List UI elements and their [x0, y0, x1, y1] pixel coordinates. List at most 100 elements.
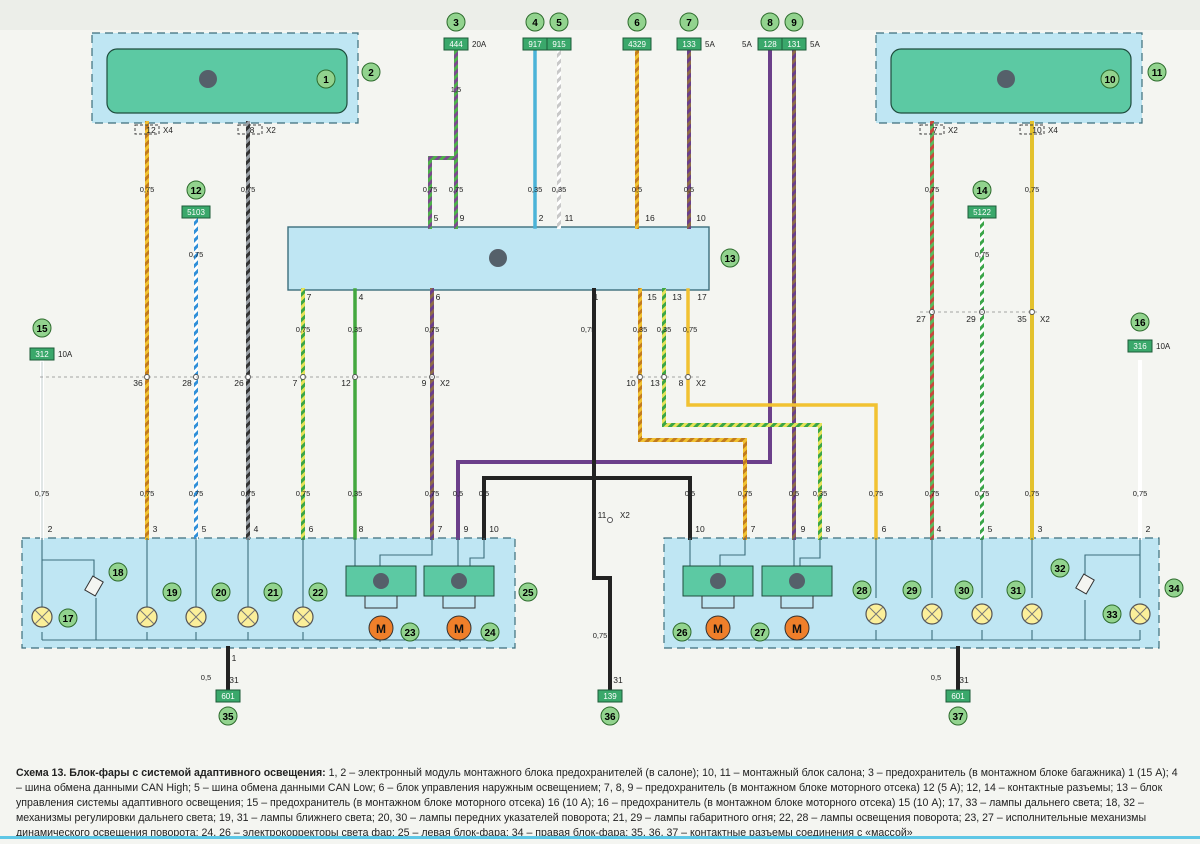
- callout-32: 32: [1050, 558, 1070, 578]
- svg-text:X4: X4: [163, 126, 173, 135]
- wires: [40, 50, 1142, 692]
- svg-text:6: 6: [436, 292, 441, 302]
- svg-text:8: 8: [679, 378, 684, 388]
- callout-8: 8: [760, 12, 780, 32]
- svg-text:0,75: 0,75: [189, 250, 204, 259]
- callout-27: 27: [750, 622, 770, 642]
- svg-text:0,75: 0,75: [35, 489, 50, 498]
- svg-text:0,35: 0,35: [348, 489, 363, 498]
- tag-312: 312: [35, 350, 49, 359]
- callout-26: 26: [672, 622, 692, 642]
- callout-37: 37: [948, 706, 968, 726]
- svg-text:35: 35: [1017, 314, 1027, 324]
- svg-text:0,75: 0,75: [975, 489, 990, 498]
- connector-labels: X4 X2 X2 X4 X2 X2 X2 X2: [163, 126, 1058, 520]
- svg-text:0,5: 0,5: [685, 489, 695, 498]
- svg-text:7: 7: [307, 292, 312, 302]
- svg-text:3: 3: [153, 524, 158, 534]
- svg-text:17: 17: [62, 614, 74, 625]
- cabin-mounting-block-11: [875, 32, 1143, 124]
- svg-text:0,75: 0,75: [140, 185, 155, 194]
- svg-text:0,35: 0,35: [813, 489, 828, 498]
- svg-text:0,75: 0,75: [241, 185, 256, 194]
- svg-text:0,5: 0,5: [632, 185, 642, 194]
- callout-18: 18: [108, 562, 128, 582]
- svg-text:14: 14: [976, 186, 988, 197]
- svg-text:37: 37: [952, 712, 964, 723]
- svg-text:4: 4: [937, 524, 942, 534]
- svg-text:M: M: [792, 622, 802, 636]
- svg-text:0,75: 0,75: [425, 325, 440, 334]
- bottom-rule: [0, 836, 1200, 839]
- callout-4: 4: [525, 12, 545, 32]
- tag-5103: 5103: [187, 208, 205, 217]
- callout-10: 10: [1100, 69, 1120, 89]
- svg-text:9: 9: [791, 18, 797, 29]
- callout-11: 11: [1147, 62, 1167, 82]
- svg-text:26: 26: [234, 378, 244, 388]
- callout-9: 9: [784, 12, 804, 32]
- svg-text:3: 3: [453, 18, 459, 29]
- svg-text:13: 13: [672, 292, 682, 302]
- svg-text:8: 8: [359, 524, 364, 534]
- connector-x2-right-module: [919, 124, 945, 135]
- svg-text:16: 16: [645, 213, 655, 223]
- tag-4329: 4329: [628, 40, 646, 49]
- tag-133: 133: [682, 40, 696, 49]
- svg-text:10: 10: [695, 524, 705, 534]
- svg-text:7: 7: [933, 125, 938, 135]
- svg-text:0,75: 0,75: [140, 489, 155, 498]
- actuators-left: M M: [345, 565, 495, 641]
- svg-text:2: 2: [539, 213, 544, 223]
- callout-2: 2: [361, 62, 381, 82]
- svg-text:0,35: 0,35: [657, 325, 672, 334]
- svg-text:27: 27: [754, 628, 766, 639]
- svg-text:33: 33: [1106, 610, 1118, 621]
- callout-13: 13: [720, 248, 740, 268]
- svg-text:2: 2: [1146, 524, 1151, 534]
- svg-text:1,5: 1,5: [451, 85, 461, 94]
- callout-14: 14: [972, 180, 992, 200]
- svg-text:29: 29: [906, 586, 918, 597]
- svg-text:0,35: 0,35: [348, 325, 363, 334]
- connector-x4-right: [1019, 124, 1045, 135]
- svg-text:10: 10: [626, 378, 636, 388]
- svg-text:10A: 10A: [1156, 342, 1171, 351]
- tags: 444 917 915 4329 133 128 131 5103 5122 3…: [29, 37, 1153, 703]
- callout-25: 25: [518, 582, 538, 602]
- svg-text:1: 1: [323, 75, 329, 86]
- svg-text:8: 8: [826, 524, 831, 534]
- svg-text:X2: X2: [440, 379, 450, 388]
- caption-title: Схема 13. Блок-фары с системой адаптивно…: [16, 767, 326, 779]
- svg-text:28: 28: [182, 378, 192, 388]
- callout-21: 21: [263, 582, 283, 602]
- svg-text:31: 31: [1010, 586, 1022, 597]
- svg-text:0,75: 0,75: [975, 250, 990, 259]
- tag-601-right: 601: [951, 692, 965, 701]
- svg-text:9: 9: [464, 524, 469, 534]
- svg-text:30: 30: [958, 586, 970, 597]
- svg-text:36: 36: [604, 712, 616, 723]
- tag-915: 915: [552, 40, 566, 49]
- tag-139: 139: [603, 692, 617, 701]
- svg-text:2: 2: [48, 524, 53, 534]
- svg-text:31: 31: [959, 675, 969, 685]
- callouts: 1 2 3 4 5 6 7 8 9 10 11 12 13 14 15 16 1…: [32, 12, 1184, 726]
- svg-text:0,75: 0,75: [189, 489, 204, 498]
- callout-7: 7: [679, 12, 699, 32]
- svg-text:6: 6: [634, 18, 640, 29]
- svg-text:27: 27: [916, 314, 926, 324]
- tag-128: 128: [763, 40, 777, 49]
- svg-text:18: 18: [112, 568, 124, 579]
- svg-text:0,75: 0,75: [683, 325, 698, 334]
- svg-text:35: 35: [222, 712, 234, 723]
- figure-caption: Схема 13. Блок-фары с системой адаптивно…: [16, 766, 1186, 841]
- callout-28: 28: [852, 580, 872, 600]
- svg-text:X4: X4: [1048, 126, 1058, 135]
- svg-text:0,75: 0,75: [296, 325, 311, 334]
- svg-text:19: 19: [166, 588, 178, 599]
- fuse-box-module-2: [91, 32, 359, 124]
- callout-31: 31: [1006, 580, 1026, 600]
- svg-text:0,75: 0,75: [241, 489, 256, 498]
